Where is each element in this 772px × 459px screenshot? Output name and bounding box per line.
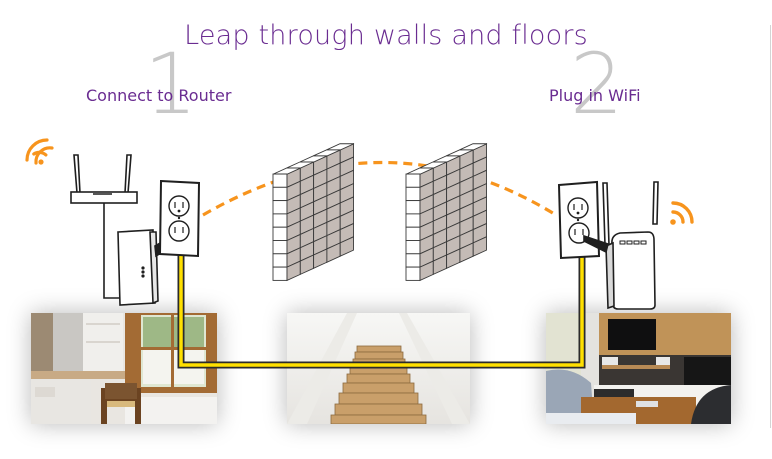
brick-front bbox=[405, 173, 421, 188]
brick-front bbox=[272, 253, 288, 268]
brick-side bbox=[339, 236, 354, 257]
brick-top bbox=[459, 143, 488, 151]
brick-front bbox=[405, 213, 421, 228]
brick-front bbox=[272, 173, 288, 188]
brick-front bbox=[272, 213, 288, 228]
brick-front bbox=[272, 226, 288, 241]
step-label-plug-wifi: Plug in WiFi bbox=[549, 86, 641, 105]
wall-outlet-icon-right bbox=[557, 180, 601, 260]
brick-wall-right bbox=[405, 143, 488, 282]
wifi-signal-icon-left bbox=[25, 138, 54, 165]
step-label-connect-router: Connect to Router bbox=[86, 86, 232, 105]
photo-home-office bbox=[31, 313, 217, 424]
brick-top bbox=[326, 143, 355, 151]
signal-arc-path bbox=[202, 160, 557, 217]
step-number-2: 2 bbox=[570, 35, 624, 133]
step-number-1: 1 bbox=[144, 35, 198, 133]
page-title: Leap through walls and floors bbox=[184, 20, 588, 51]
brick-wall-left bbox=[272, 143, 355, 282]
brick-front bbox=[405, 186, 421, 202]
wall-outlet-icon-left bbox=[158, 179, 201, 258]
brick-front bbox=[405, 253, 421, 268]
brick-front bbox=[405, 200, 421, 215]
wifi-extender-icon bbox=[583, 181, 659, 310]
brick-front bbox=[405, 226, 421, 241]
brick-front bbox=[405, 240, 421, 255]
vertical-divider bbox=[770, 25, 771, 428]
brick-front bbox=[272, 240, 288, 255]
brick-front bbox=[272, 186, 288, 202]
brick-front bbox=[405, 266, 421, 281]
wifi-signal-icon-right bbox=[670, 201, 694, 225]
brick-front bbox=[272, 266, 288, 281]
brick-side bbox=[472, 236, 487, 257]
brick-front bbox=[272, 200, 288, 215]
electrical-cable bbox=[177, 255, 586, 369]
